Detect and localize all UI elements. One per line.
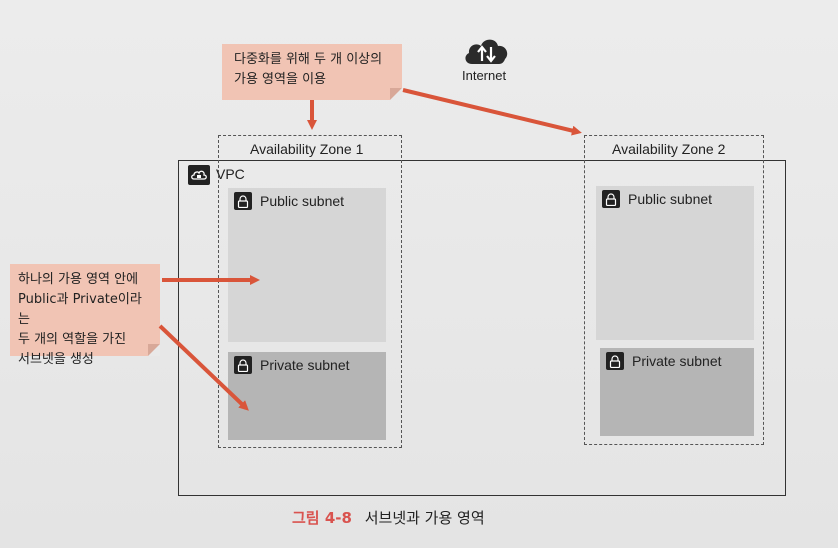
subnet-label: Public subnet	[260, 193, 345, 209]
public-subnet: Public subnet	[228, 188, 386, 342]
internet-cloud-icon	[462, 34, 512, 66]
lock-icon	[234, 192, 252, 210]
figure-number: 그림 4-8	[292, 509, 352, 527]
subnet-label: Private subnet	[632, 353, 722, 369]
vpc-label: VPC	[216, 166, 245, 182]
note-fold	[148, 344, 160, 356]
note-line: 가용 영역을 이용	[234, 72, 326, 87]
note-fold	[390, 88, 402, 100]
arrow-to-private-subnet	[158, 324, 249, 411]
note-line: 다중화를 위해 두 개 이상의	[234, 52, 383, 67]
private-subnet: Private subnet	[228, 352, 386, 440]
note-line: 두 개의 역할을 가진	[18, 332, 127, 347]
lock-icon	[602, 190, 620, 208]
multi-az-note: 다중화를 위해 두 개 이상의 가용 영역을 이용	[222, 44, 402, 100]
availability-zone-2	[584, 135, 764, 445]
zone-label: Availability Zone 1	[250, 141, 364, 157]
lock-icon	[606, 352, 624, 370]
figure-caption: 그림 4-8 서브넷과 가용 영역	[292, 507, 485, 528]
zone-label: Availability Zone 2	[612, 141, 726, 157]
arrow-to-az2	[402, 88, 582, 136]
public-subnet: Public subnet	[596, 186, 754, 340]
note-line: Public과 Private이라는	[18, 292, 142, 327]
vpc-box	[178, 160, 786, 496]
vpc-cloud-icon	[188, 165, 210, 185]
note-line: 서브넷을 생성	[18, 352, 94, 367]
availability-zone-1	[218, 135, 402, 448]
lock-icon	[234, 356, 252, 374]
subnet-label: Private subnet	[260, 357, 350, 373]
figure-title: 서브넷과 가용 영역	[364, 509, 485, 527]
private-subnet: Private subnet	[600, 348, 754, 436]
subnet-label: Public subnet	[628, 191, 713, 207]
note-line: 하나의 가용 영역 안에	[18, 272, 139, 287]
subnets-note: 하나의 가용 영역 안에 Public과 Private이라는 두 개의 역할을…	[10, 264, 160, 367]
internet-label: Internet	[462, 68, 507, 83]
